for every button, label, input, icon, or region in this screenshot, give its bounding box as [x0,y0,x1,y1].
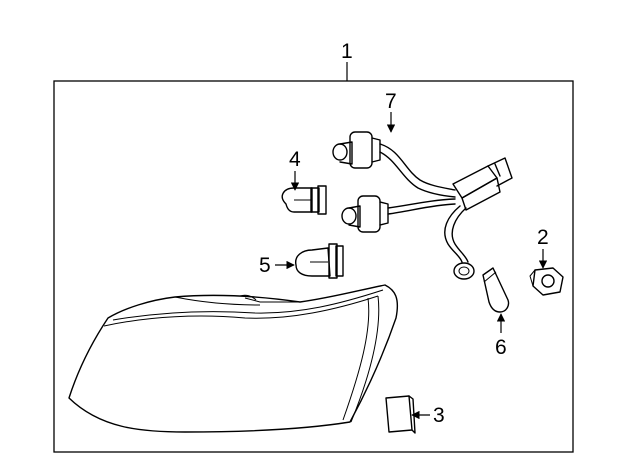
wedge-bulb-icon [482,267,510,313]
callout-3-label: 3 [433,404,445,427]
callout-4-label: 4 [289,148,301,171]
tail-lamp-assembly-icon [68,284,399,433]
callout-6-label: 6 [495,336,507,359]
reflector-pad-icon [385,395,416,434]
socket-wire-harness-icon [332,131,513,280]
callout-1-label: 1 [341,40,353,63]
callout-5-label: 5 [259,254,271,277]
mounting-nut-icon [529,267,564,296]
bulb-5-icon [295,243,344,279]
callout-2-label: 2 [537,226,549,249]
assembly-frame [53,80,574,453]
callout-7-label: 7 [385,90,397,113]
bulb-4-icon [281,185,327,215]
